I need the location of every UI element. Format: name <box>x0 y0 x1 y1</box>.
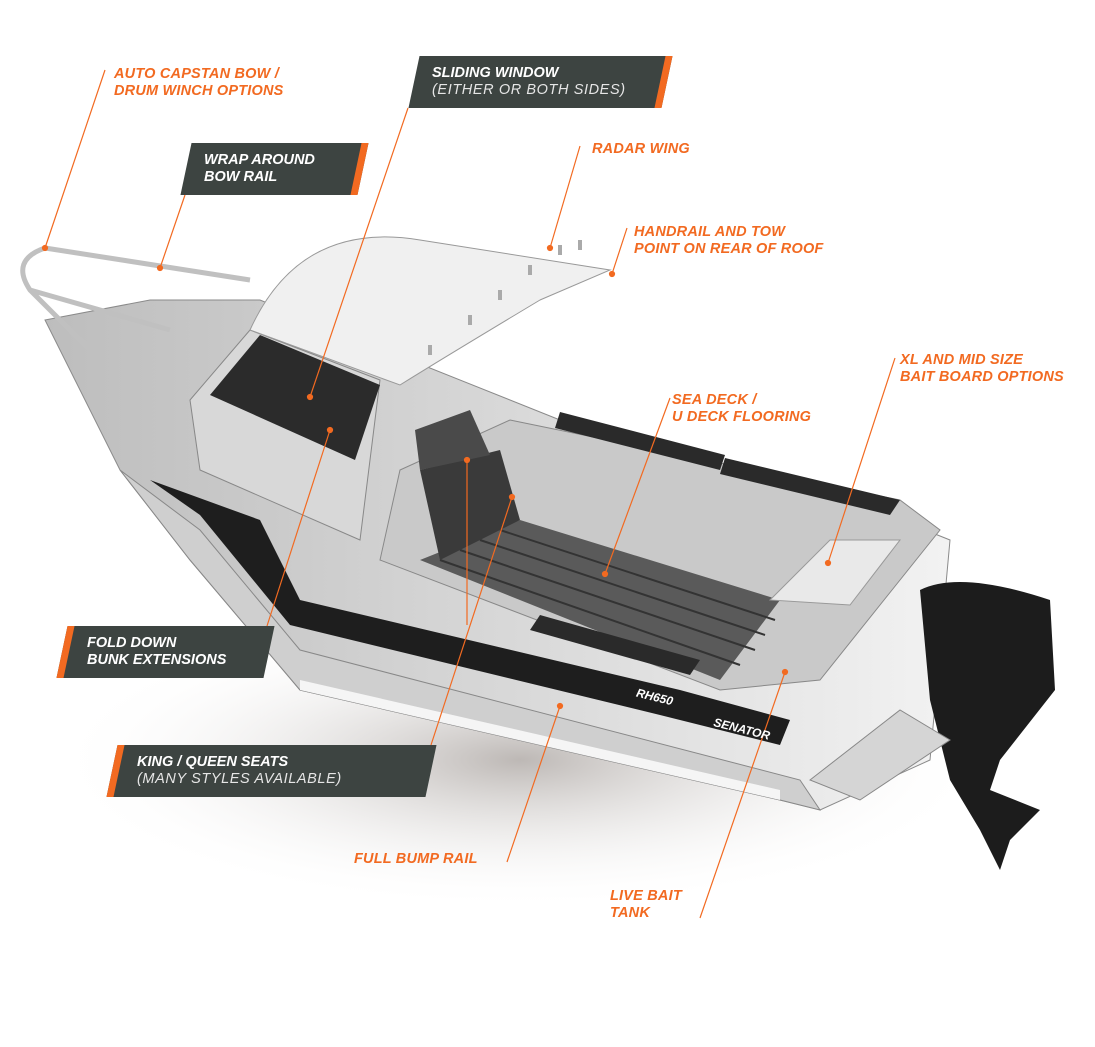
rod-holders <box>428 240 582 355</box>
callout-text: XL AND MID SIZE <box>900 352 1024 368</box>
seat-back <box>415 410 490 470</box>
callout-text: RADAR WING <box>592 141 690 157</box>
callout-text: FOLD DOWN <box>87 635 177 651</box>
callout-text: WRAP AROUND <box>204 152 315 168</box>
callout-text: FULL BUMP RAIL <box>354 851 478 867</box>
callout-radar-wing: RADAR WING <box>592 141 690 158</box>
side-mat <box>530 615 700 675</box>
seat <box>420 450 520 560</box>
bow-rail <box>20 245 251 362</box>
bait-board <box>768 539 902 606</box>
callout-bump-rail: FULL BUMP RAIL <box>354 851 478 868</box>
deck-grooves <box>439 529 776 666</box>
outboard-motor <box>920 582 1055 870</box>
callout-sea-deck: SEA DECK / U DECK FLOORING <box>672 392 811 426</box>
callout-text: LIVE BAIT <box>610 888 682 904</box>
callout-live-bait: LIVE BAIT TANK <box>610 888 682 922</box>
callout-text: AUTO CAPSTAN BOW / <box>114 66 279 82</box>
hull-stripe <box>150 480 790 745</box>
callout-text: U DECK FLOORING <box>672 409 812 425</box>
callout-text: (MANY STYLES AVAILABLE) <box>137 771 342 787</box>
callout-seats: KING / QUEEN SEATS(MANY STYLES AVAILABLE… <box>106 745 437 797</box>
callout-capstan: AUTO CAPSTAN BOW / DRUM WINCH OPTIONS <box>114 66 284 100</box>
callout-text: BAIT BOARD OPTIONS <box>900 369 1064 385</box>
callout-text: POINT ON REAR OF ROOF <box>634 241 824 257</box>
callout-lines <box>41 69 896 919</box>
callout-sliding-window: SLIDING WINDOW(EITHER OR BOTH SIDES) <box>408 56 673 108</box>
callout-text: BUNK EXTENSIONS <box>87 652 227 668</box>
swim-step <box>809 709 951 801</box>
gunwale-mat <box>555 412 725 470</box>
callout-handrail: HANDRAIL AND TOW POINT ON REAR OF ROOF <box>634 224 823 258</box>
callout-text: BOW RAIL <box>204 169 278 185</box>
hardtop <box>249 236 612 386</box>
callout-text: SLIDING WINDOW <box>432 65 559 81</box>
callout-text: HANDRAIL AND TOW <box>634 224 786 240</box>
cabin-window <box>210 335 380 460</box>
callout-bait-board: XL AND MID SIZE BAIT BOARD OPTIONS <box>900 352 1064 386</box>
sea-deck <box>420 520 780 680</box>
gunwale-mat-2 <box>720 458 900 515</box>
callout-text: DRUM WINCH OPTIONS <box>114 83 284 99</box>
callout-text: KING / QUEEN SEATS <box>137 754 289 770</box>
callout-text: (EITHER OR BOTH SIDES) <box>432 82 626 98</box>
rub-rail <box>300 680 780 800</box>
callout-text: SEA DECK / <box>672 392 757 408</box>
callout-text: TANK <box>610 905 650 921</box>
